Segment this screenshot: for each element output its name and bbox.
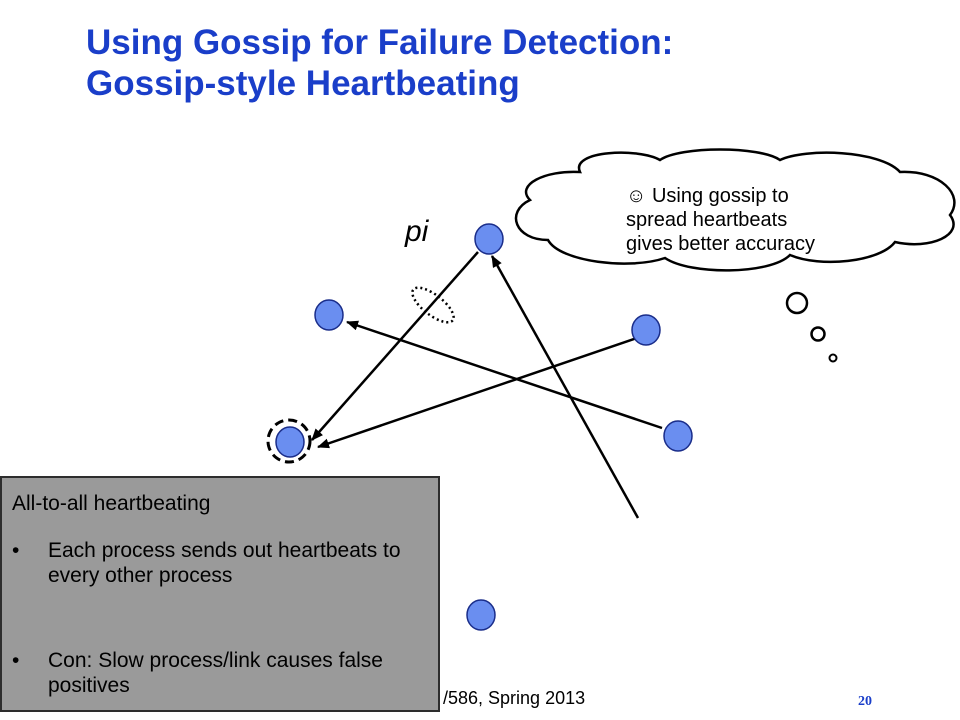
panel-bullet: • Con: Slow process/link causes false po… [12,648,432,698]
bullet-text: Con: Slow process/link causes false posi… [48,649,383,697]
info-panel: All-to-all heartbeating • Each process s… [0,476,440,712]
thought-bubble-small [828,353,838,363]
bullet-text: Each process sends out heartbeats to eve… [48,539,401,587]
page-number: 20 [858,694,872,709]
arrow-right-to-node [317,336,638,449]
slide-title: Using Gossip for Failure Detection: Goss… [86,22,946,104]
dashed-highlight-circle [266,418,312,464]
slide-footer: /586, Spring 2013 [443,688,586,708]
process-node [314,299,344,331]
arrow-pi-to-node [311,251,479,441]
cloud-shape [514,148,956,272]
arrow-bottom-to-pi [490,255,640,519]
process-node [631,314,661,346]
thought-cloud [514,148,956,363]
thought-line-2: spread heartbeats [626,209,788,231]
process-nodes [275,223,693,631]
dotted-ellipse [411,286,455,324]
thought-bubble-text: ☺ Using gossip to spread heartbeats give… [626,184,916,256]
process-node [466,599,496,631]
arrow-lowright-to-left [346,320,663,430]
thought-line-1: ☺ Using gossip to [626,185,789,207]
bullet-dot-icon: • [12,649,20,672]
process-node-pi [474,223,504,255]
thought-bubble-large [785,291,809,315]
slide-title-line-1: Using Gossip for Failure Detection: [86,23,674,62]
thought-line-3: gives better accuracy [626,233,815,255]
process-node [663,420,693,452]
panel-heading: All-to-all heartbeating [12,492,211,515]
process-label-pi: pi [405,215,429,248]
process-node [275,426,305,458]
bullet-dot-icon: • [12,539,20,562]
thought-bubble-medium [810,326,826,342]
panel-bullet: • Each process sends out heartbeats to e… [12,538,432,588]
heartbeat-arrows [311,251,663,519]
slide-title-line-2: Gossip-style Heartbeating [86,64,520,103]
